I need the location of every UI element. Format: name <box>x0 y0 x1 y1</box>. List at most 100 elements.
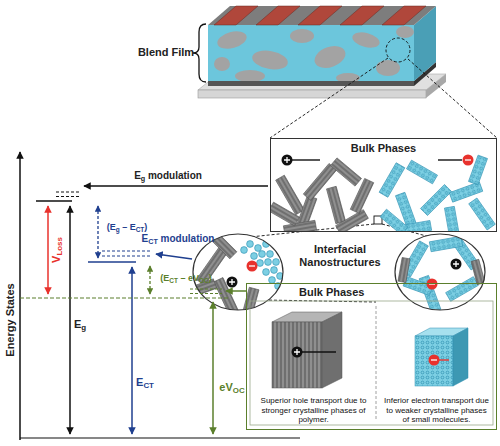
energy-label: Eg <box>68 318 92 332</box>
energy-diagram <box>97 206 98 258</box>
bulk-phase-panel: Bulk PhasesSuperior hole transport due t… <box>246 283 497 430</box>
device-illustration <box>214 6 258 25</box>
energy-diagram <box>212 302 214 434</box>
panel-illustration <box>322 312 342 388</box>
energy-diagram <box>226 290 246 292</box>
interface-ellipse <box>241 247 248 254</box>
device-illustration <box>298 6 342 25</box>
interface-ellipse <box>427 279 438 290</box>
interface-ellipse <box>271 267 278 274</box>
bulk-crystals <box>331 158 362 186</box>
charge-carrier <box>463 155 474 166</box>
energy-diagram <box>36 200 72 202</box>
bulk-crystals <box>469 198 496 230</box>
device-illustration <box>215 28 248 51</box>
device-illustration <box>208 6 436 25</box>
charge-carrier <box>282 155 293 166</box>
box-heading: Bulk Phases <box>275 142 492 155</box>
panel-illustration <box>294 349 300 355</box>
electron-transport-panel: Inferior electron transport due to weake… <box>379 302 494 426</box>
device-illustration <box>340 6 384 25</box>
interface-ellipse <box>395 234 485 310</box>
interface-ellipse <box>227 277 238 288</box>
energy-label: VLoss <box>50 225 64 275</box>
energy-diagram <box>56 192 80 193</box>
charge-carrier <box>284 157 290 163</box>
panel-illustration <box>302 351 336 352</box>
device-illustration <box>198 90 426 98</box>
panel-caption: Inferior electron transport due to weake… <box>382 396 491 424</box>
energy-label: ECT <box>130 376 160 390</box>
zoom-leader <box>270 58 388 138</box>
device-illustration <box>396 26 414 38</box>
structure-label: Interfacial Nanostructures <box>298 243 382 268</box>
energy-diagram <box>20 437 300 438</box>
panel-illustration <box>429 355 440 366</box>
bulk-phase-box: Bulk Phases <box>270 138 497 232</box>
interface-ellipse <box>247 261 258 272</box>
device-illustration <box>235 70 265 81</box>
energy-diagram <box>190 293 222 294</box>
subscript: OC <box>233 386 245 395</box>
device-illustration <box>214 57 230 71</box>
text-run: (E <box>107 222 116 232</box>
panel-illustration <box>429 355 440 366</box>
text-run: – eV <box>178 273 199 283</box>
charge-carrier <box>282 155 474 166</box>
bulk-crystals <box>271 202 299 226</box>
text-run: E <box>142 233 149 244</box>
interface-ellipse <box>229 279 235 285</box>
charge-carrier <box>292 159 320 160</box>
device-illustration <box>290 29 314 43</box>
interface-ellipse <box>453 261 459 267</box>
bulk-crystals <box>336 210 369 231</box>
subscript: g <box>141 174 145 183</box>
interface-ellipse <box>471 259 485 284</box>
device-illustration <box>312 42 349 72</box>
film-label: Blend Film <box>131 46 201 59</box>
text-run: E <box>136 376 143 388</box>
panel-heading: Bulk Phases <box>299 286 492 299</box>
device-illustration <box>376 60 400 76</box>
text-run: ) <box>209 273 212 283</box>
bulk-crystals <box>379 163 405 197</box>
subscript: CT <box>148 237 158 246</box>
energy-diagram <box>190 289 222 290</box>
panel-illustration <box>453 328 468 386</box>
interface-ellipse <box>255 245 262 252</box>
energy-diagram <box>47 206 49 294</box>
device-illustration <box>251 48 290 72</box>
text-run: modulation <box>158 233 215 244</box>
energy-diagram <box>102 251 150 252</box>
interface-ellipse <box>427 279 438 290</box>
panel-illustration <box>415 336 453 386</box>
interface-ellipse <box>398 257 410 282</box>
energy-diagram <box>20 152 300 440</box>
subscript: CT <box>169 277 178 284</box>
interface-ellipse <box>183 229 485 321</box>
device-illustration <box>214 26 414 81</box>
subscript: CT <box>143 381 154 390</box>
panel-illustration <box>292 347 303 358</box>
interface-ellipse <box>249 265 255 266</box>
panel-illustration <box>431 359 437 360</box>
hole-transport-panel: Superior hole transport due to stronger … <box>251 302 376 426</box>
energy-diagram <box>56 196 80 197</box>
text-run: V <box>50 256 62 263</box>
text-run: E <box>74 318 81 330</box>
interface-ellipse <box>247 241 254 248</box>
panel-illustration <box>272 322 322 388</box>
charge-carrier <box>438 159 462 160</box>
panel-caption: Superior hole transport due to stronger … <box>254 396 373 424</box>
interface-ellipse <box>267 251 274 258</box>
modulation-label: ECT modulation <box>133 233 223 246</box>
interface-ellipse <box>247 261 258 272</box>
zoom-leader <box>408 59 497 138</box>
subscript: g <box>116 226 120 233</box>
film-bracket <box>193 24 206 82</box>
device-illustration <box>351 30 382 51</box>
text-run: – E <box>120 222 136 232</box>
subscript: OC <box>199 277 209 284</box>
